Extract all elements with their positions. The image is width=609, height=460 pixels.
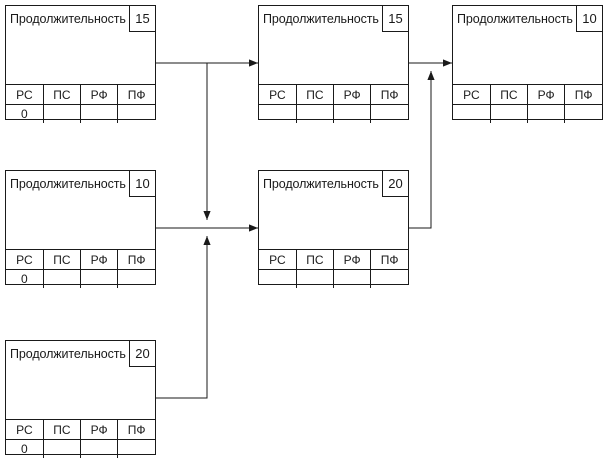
node-4: Продолжительность 15 РС ПС РФ ПФ	[258, 5, 409, 123]
value-rf	[527, 104, 566, 123]
col-header-rf: РФ	[333, 250, 372, 270]
schedule-table: РС ПС РФ ПФ 0	[6, 85, 155, 123]
col-header-ps: ПС	[43, 420, 82, 440]
value-pf	[371, 270, 408, 289]
value-rf	[80, 104, 119, 123]
col-header-ps: ПС	[490, 85, 529, 105]
schedule-table: РС ПС РФ ПФ 0	[6, 420, 155, 458]
value-ps	[490, 104, 529, 123]
col-header-pf: ПФ	[117, 420, 155, 440]
duration-value: 10	[576, 6, 602, 32]
duration-label: Продолжительность	[457, 12, 573, 26]
value-ps	[43, 439, 82, 458]
duration-value: 20	[129, 341, 155, 367]
col-header-rf: РФ	[80, 420, 119, 440]
col-header-ps: ПС	[43, 250, 82, 270]
duration-value: 15	[382, 6, 408, 32]
node-header: Продолжительность 15	[259, 6, 408, 85]
value-rs: 0	[6, 269, 44, 288]
schedule-table: РС ПС РФ ПФ 0	[6, 250, 155, 288]
duration-label: Продолжительность	[263, 177, 379, 191]
value-rs: 0	[6, 104, 44, 123]
value-ps	[296, 269, 335, 288]
col-header-rs: РС	[6, 420, 44, 440]
value-rf	[80, 269, 119, 288]
value-ps	[43, 269, 82, 288]
value-pf	[118, 105, 155, 124]
duration-label: Продолжительность	[263, 12, 379, 26]
value-pf	[371, 105, 408, 124]
col-header-rs: РС	[259, 85, 297, 105]
col-header-rs: РС	[6, 85, 44, 105]
node-2: Продолжительность 10 РС ПС РФ ПФ 0	[5, 170, 156, 288]
value-pf	[118, 270, 155, 289]
node-header: Продолжительность 15	[6, 6, 155, 85]
value-rs: 0	[6, 439, 44, 458]
node-5: Продолжительность 20 РС ПС РФ ПФ	[258, 170, 409, 288]
col-header-ps: ПС	[296, 250, 335, 270]
col-header-pf: ПФ	[370, 250, 408, 270]
duration-label: Продолжительность	[10, 12, 126, 26]
edge-n3-n5	[155, 236, 211, 399]
duration-label: Продолжительность	[10, 347, 126, 361]
value-rs	[453, 104, 491, 123]
node-header: Продолжительность 20	[259, 171, 408, 250]
node-header: Продолжительность 20	[6, 341, 155, 420]
col-header-rf: РФ	[80, 250, 119, 270]
schedule-table: РС ПС РФ ПФ	[453, 85, 602, 123]
node-3: Продолжительность 20 РС ПС РФ ПФ 0	[5, 340, 156, 458]
col-header-rs: РС	[453, 85, 491, 105]
value-ps	[43, 104, 82, 123]
col-header-pf: ПФ	[117, 85, 155, 105]
col-header-pf: ПФ	[564, 85, 602, 105]
col-header-pf: ПФ	[370, 85, 408, 105]
schedule-table: РС ПС РФ ПФ	[259, 85, 408, 123]
col-header-rf: РФ	[333, 85, 372, 105]
value-ps	[296, 104, 335, 123]
node-6: Продолжительность 10 РС ПС РФ ПФ	[452, 5, 603, 123]
value-rf	[333, 104, 372, 123]
node-header: Продолжительность 10	[453, 6, 602, 85]
duration-value: 20	[382, 171, 408, 197]
col-header-ps: ПС	[296, 85, 335, 105]
col-header-rs: РС	[6, 250, 44, 270]
col-header-rs: РС	[259, 250, 297, 270]
value-pf	[565, 105, 602, 124]
value-rf	[80, 439, 119, 458]
value-rf	[333, 269, 372, 288]
duration-value: 15	[129, 6, 155, 32]
col-header-rf: РФ	[527, 85, 566, 105]
col-header-pf: ПФ	[117, 250, 155, 270]
value-rs	[259, 269, 297, 288]
value-rs	[259, 104, 297, 123]
value-pf	[118, 440, 155, 459]
duration-value: 10	[129, 171, 155, 197]
col-header-rf: РФ	[80, 85, 119, 105]
edge-n5-n6	[408, 71, 435, 229]
node-1: Продолжительность 15 РС ПС РФ ПФ 0	[5, 5, 156, 123]
col-header-ps: ПС	[43, 85, 82, 105]
node-header: Продолжительность 10	[6, 171, 155, 250]
duration-label: Продолжительность	[10, 177, 126, 191]
schedule-table: РС ПС РФ ПФ	[259, 250, 408, 288]
